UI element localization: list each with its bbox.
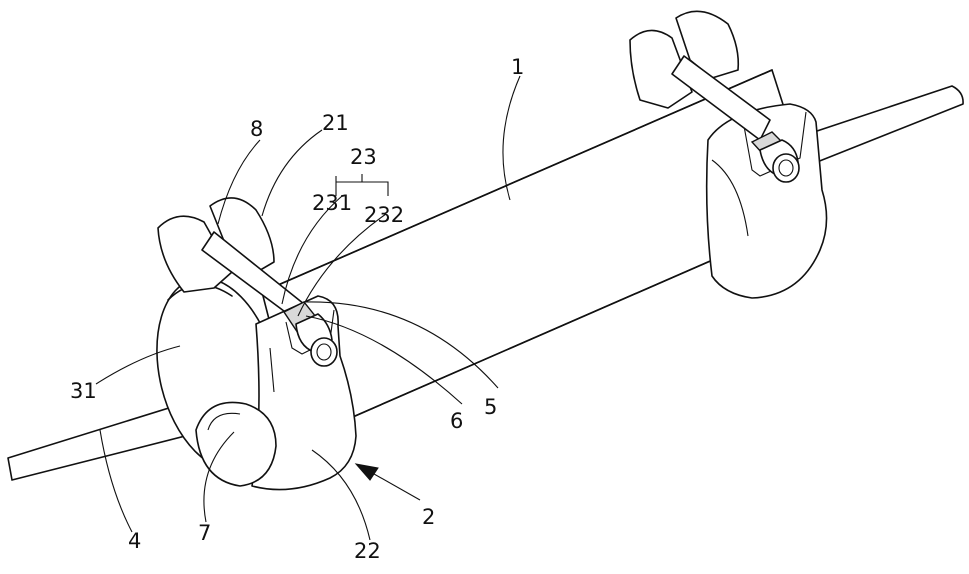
callout-6: 6: [450, 409, 463, 433]
callout-21: 21: [322, 111, 349, 135]
callout-231: 231: [312, 191, 352, 215]
callout-2: 2: [422, 505, 435, 529]
callout-31: 31: [70, 379, 97, 403]
callout-232: 232: [364, 203, 404, 227]
callout-1: 1: [511, 55, 524, 79]
callout-5: 5: [484, 395, 497, 419]
callout-22: 22: [354, 539, 381, 563]
callout-4: 4: [128, 529, 141, 553]
callout-7: 7: [198, 521, 211, 545]
callout-8: 8: [250, 117, 263, 141]
callout-23: 23: [350, 145, 377, 169]
